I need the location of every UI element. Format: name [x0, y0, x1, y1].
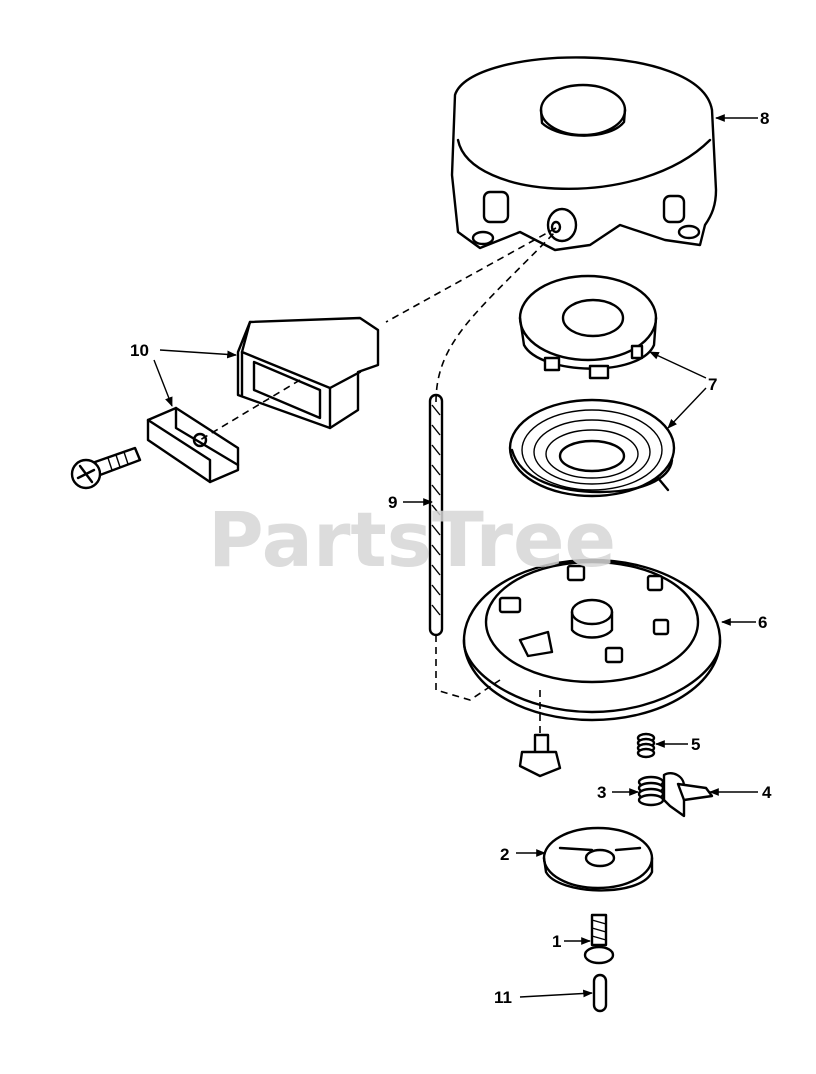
callout-7: 7 — [708, 375, 717, 394]
starter-housing-part — [450, 56, 718, 252]
recoil-spring-part — [508, 398, 676, 498]
callout-6: 6 — [758, 613, 767, 632]
assembly-guide-lines — [199, 227, 557, 738]
handle-screw-part — [70, 446, 142, 490]
pulley-part — [462, 558, 722, 722]
callout-3: 3 — [597, 783, 606, 802]
callout-8: 8 — [760, 109, 769, 128]
callout-5: 5 — [691, 735, 700, 754]
callout-4: 4 — [762, 783, 772, 802]
handle-insert-part — [146, 406, 240, 484]
callout-10: 10 — [130, 341, 149, 360]
rope-handle-part — [236, 316, 380, 430]
shoulder-screw-part — [583, 913, 615, 965]
leader-lines — [153, 114, 758, 998]
pawl-part — [662, 772, 714, 818]
callout-9: 9 — [388, 493, 397, 512]
spring-part — [637, 775, 665, 807]
cup-part — [542, 826, 654, 892]
small-spring-part — [636, 732, 656, 759]
pin-part — [592, 973, 608, 1013]
watermark-text: PartsTree — [208, 495, 616, 584]
spring-retainer-part — [518, 274, 658, 380]
pulley-screw-part — [518, 733, 562, 778]
callout-2: 2 — [500, 845, 509, 864]
callout-1: 1 — [552, 932, 561, 951]
callout-11: 11 — [494, 988, 512, 1007]
